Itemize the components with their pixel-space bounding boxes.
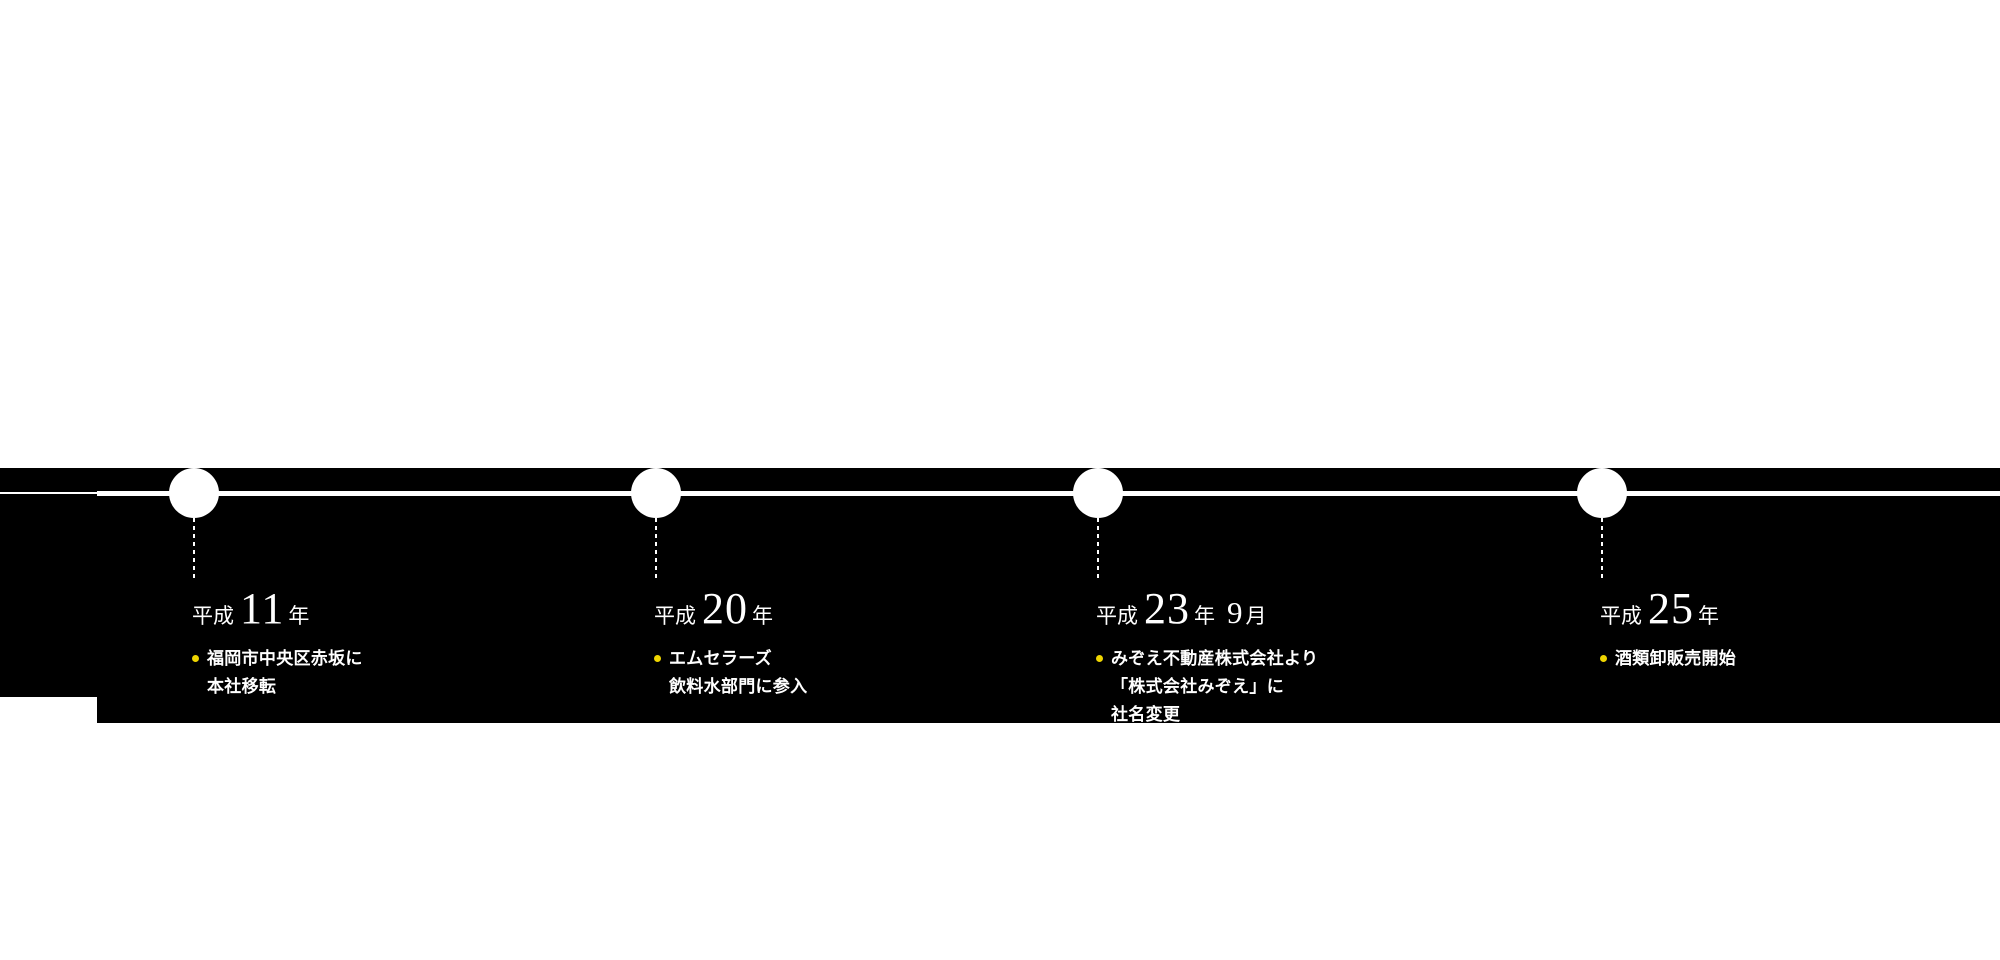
era-month-unit: 月: [1245, 604, 1267, 628]
band-bottom-left-notch: [0, 697, 97, 723]
era-name: 平成: [192, 604, 234, 628]
event-detail-line: みぞえ不動産株式会社より: [1111, 649, 1319, 668]
bullet-icon: [192, 655, 199, 662]
bullet-icon: [654, 655, 661, 662]
era-name: 平成: [1096, 604, 1138, 628]
timeline-node-icon: [1577, 468, 1627, 518]
era-year-number: 11: [240, 584, 285, 633]
era-month-number: 9: [1227, 595, 1244, 630]
era-year-number: 23: [1144, 584, 1190, 633]
timeline-node-icon: [169, 468, 219, 518]
event-detail-line: エムセラーズ: [669, 649, 772, 668]
timeline-node-icon: [631, 468, 681, 518]
timeline-node-icon: [1073, 468, 1123, 518]
timeline-axis-left-segment: [0, 492, 97, 494]
dashed-connector-line: [193, 518, 195, 578]
dashed-connector-line: [1601, 518, 1603, 578]
dashed-connector-line: [655, 518, 657, 578]
era-year-number: 25: [1648, 584, 1694, 633]
event-details: 福岡市中央区赤坂に 本社移転: [192, 645, 363, 701]
event-detail-line: 飲料水部門に参入: [669, 677, 808, 696]
era-year-unit: 年: [1194, 604, 1215, 628]
event-detail-line: 福岡市中央区赤坂に: [207, 649, 363, 668]
event-detail-line: 酒類卸販売開始: [1615, 649, 1737, 668]
event-detail-line: 本社移転: [207, 677, 277, 696]
event-detail-line: 「株式会社みぞえ」に: [1111, 677, 1284, 696]
era-year-number: 20: [702, 584, 748, 633]
bullet-icon: [1096, 655, 1103, 662]
era-year-unit: 年: [288, 604, 310, 628]
event-details: みぞえ不動産株式会社より 「株式会社みぞえ」に 社名変更: [1096, 645, 1318, 723]
era-year-unit: 年: [1698, 604, 1719, 628]
event-details: エムセラーズ 飲料水部門に参入: [654, 645, 807, 701]
bullet-icon: [1600, 655, 1607, 662]
era-name: 平成: [1600, 604, 1642, 628]
dashed-connector-line: [1097, 518, 1099, 578]
era-year-unit: 年: [752, 604, 773, 628]
event-detail-line: 社名変更: [1111, 705, 1181, 723]
era-name: 平成: [654, 604, 696, 628]
timeline-axis: [97, 491, 2000, 496]
event-details: 酒類卸販売開始: [1600, 645, 1736, 673]
